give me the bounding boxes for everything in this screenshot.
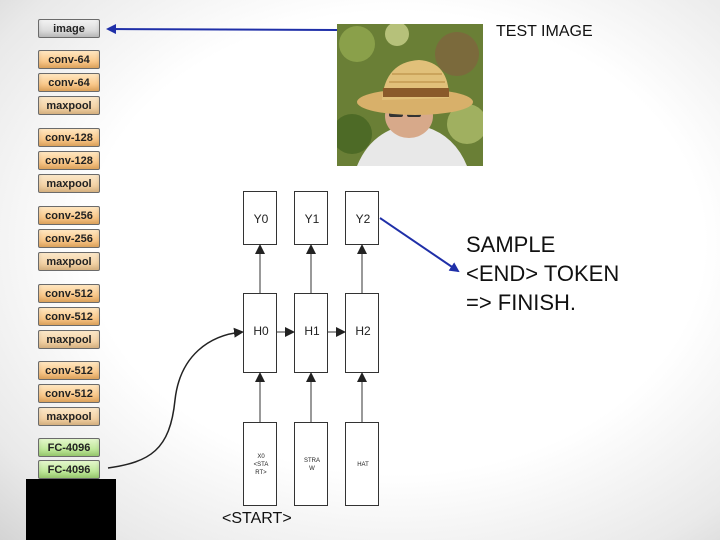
rnn-output-label-1: Y1 (304, 212, 320, 226)
photo-illustration (337, 24, 483, 166)
cnn-layer-conv-512-14: conv-512 (38, 384, 100, 403)
rnn-hidden-label-1: H1 (304, 324, 320, 338)
cnn-layer-maxpool-3: maxpool (38, 96, 100, 115)
cnn-layer-conv-512-10: conv-512 (38, 284, 100, 303)
cnn-layer-maxpool-12: maxpool (38, 330, 100, 349)
rnn-output-label-2: Y2 (355, 212, 371, 226)
sample-arrow (379, 217, 460, 273)
cnn-layer-conv-128-4: conv-128 (38, 128, 100, 147)
cnn-layer-maxpool-15: maxpool (38, 407, 100, 426)
rnn-hidden-box-1: H1 (294, 293, 328, 373)
rnn-input-box-1: STRA W (294, 422, 328, 506)
cnn-layer-image-0: image (38, 19, 100, 38)
fc-to-hidden-arrow (107, 327, 244, 469)
test-image-label: TEST IMAGE (496, 23, 593, 40)
cnn-layer-conv-256-8: conv-256 (38, 229, 100, 248)
rnn-output-box-0: Y0 (243, 191, 277, 245)
rnn-input-box-2: HAT (345, 422, 379, 506)
rnn-input-label-2: HAT (357, 462, 369, 468)
cnn-layer-conv-512-13: conv-512 (38, 361, 100, 380)
cnn-layer-conv-512-11: conv-512 (38, 307, 100, 326)
cnn-layer-conv-128-5: conv-128 (38, 151, 100, 170)
rnn-output-label-0: Y0 (253, 212, 269, 226)
rnn-input-box-0: X0 <STA RT> (243, 422, 277, 506)
rnn-output-box-2: Y2 (345, 191, 379, 245)
cnn-layer-fc-4096-17: FC-4096 (38, 460, 100, 479)
rnn-input-label-0: X0 <STA RT> (253, 454, 269, 476)
cnn-layer-conv-64-2: conv-64 (38, 73, 100, 92)
cnn-layer-maxpool-9: maxpool (38, 252, 100, 271)
cnn-layer-conv-64-1: conv-64 (38, 50, 100, 69)
black-panel (26, 479, 116, 540)
cnn-layer-maxpool-6: maxpool (38, 174, 100, 193)
rnn-output-box-1: Y1 (294, 191, 328, 245)
rnn-hidden-label-2: H2 (355, 324, 371, 338)
test-image-photo (337, 24, 483, 166)
start-token-label: <START> (222, 510, 292, 527)
sample-end-token-label: SAMPLE <END> TOKEN => FINISH. (466, 232, 620, 315)
rnn-input-label-1: STRA W (303, 458, 320, 472)
rnn-hidden-box-0: H0 (243, 293, 277, 373)
cnn-layer-fc-4096-16: FC-4096 (38, 438, 100, 457)
cnn-layer-conv-256-7: conv-256 (38, 206, 100, 225)
test-image-arrow (106, 24, 338, 35)
rnn-hidden-label-0: H0 (253, 324, 269, 338)
